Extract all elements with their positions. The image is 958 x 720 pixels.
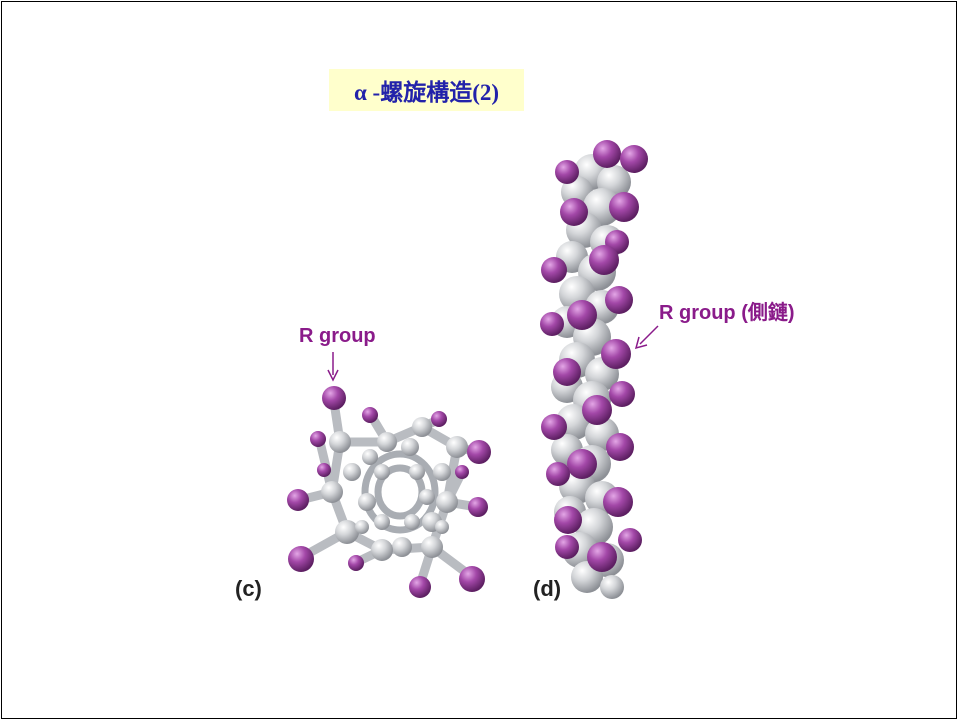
slide-title: α -螺旋構造(2) xyxy=(353,80,500,105)
panel-label-d: (d) xyxy=(533,576,562,601)
arrow-r-group-left xyxy=(327,352,339,382)
r-group-label-right: R group (側鏈) xyxy=(659,302,795,324)
panel-label-c: (c) xyxy=(235,576,262,601)
title-box: α -螺旋構造(2) xyxy=(329,69,524,111)
backbone-atoms xyxy=(321,417,468,561)
arrow-r-group-right xyxy=(634,325,659,350)
helix-end-view xyxy=(287,386,491,598)
r-group-label-left: R group xyxy=(299,325,376,347)
helix-side-view xyxy=(540,140,648,599)
r-group-atoms xyxy=(287,386,491,598)
space-fill-r-groups xyxy=(540,140,648,572)
